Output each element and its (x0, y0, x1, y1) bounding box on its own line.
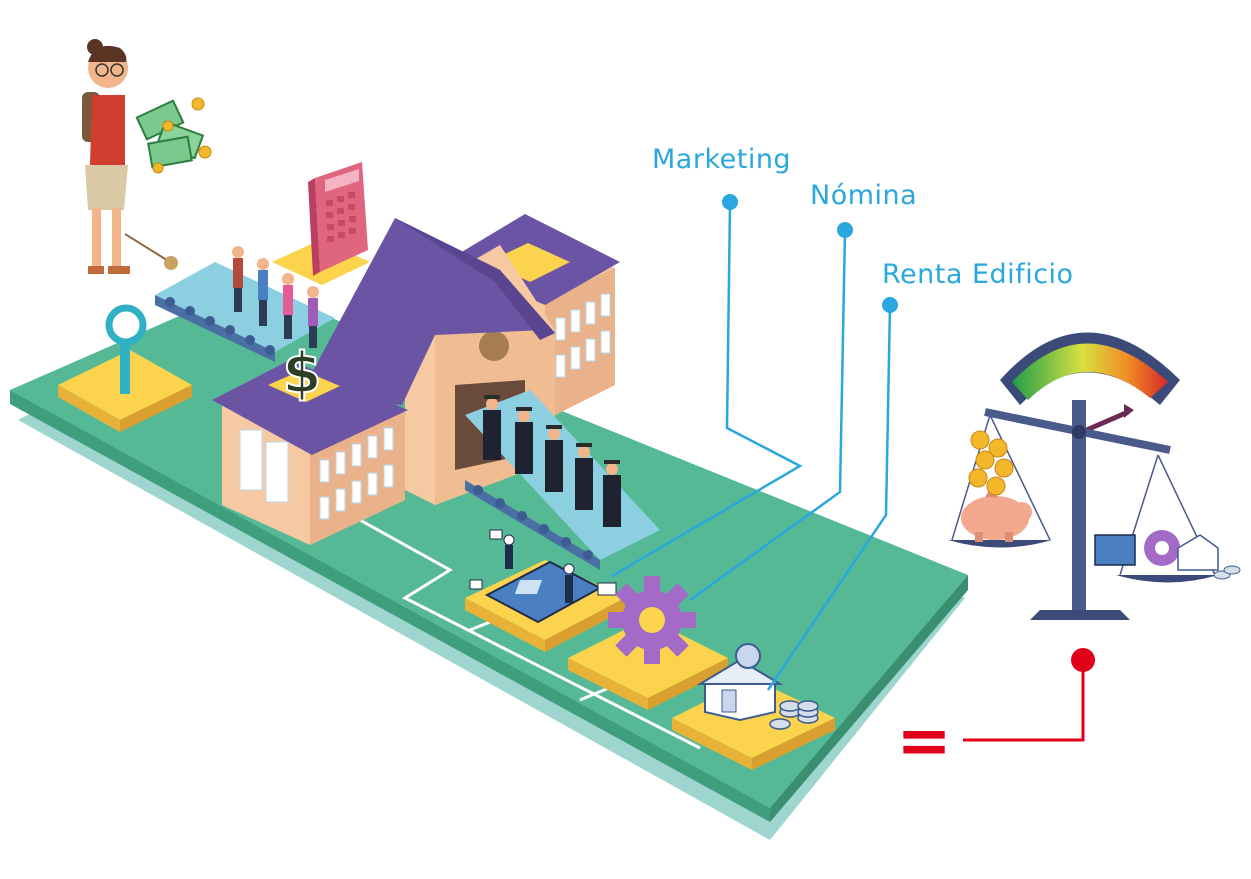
piggy-bank-icon (961, 486, 1032, 542)
gear-icon (568, 576, 728, 710)
graduates-icon (465, 390, 660, 570)
coins-left (968, 430, 1014, 496)
person-with-money-icon (82, 39, 178, 274)
renta-dot (882, 297, 898, 313)
calculator-icon (272, 162, 370, 285)
house-savings-icon (672, 643, 835, 770)
label-nomina: Nómina (810, 180, 918, 211)
label-renta-edificio: Renta Edificio (882, 259, 1074, 290)
students-conveyor-icon (155, 246, 335, 362)
result-connector (963, 648, 1095, 742)
students (232, 246, 319, 348)
marketing-dot (722, 194, 738, 210)
equals-sign-icon: = (896, 702, 951, 779)
workers-laptop-icon (465, 529, 625, 652)
dollar-sign-icon: $ (283, 341, 322, 406)
gauge-icon (1000, 332, 1180, 435)
balance-scale-icon (948, 332, 1241, 620)
nomina-dot (837, 222, 853, 238)
money-bills-icon (135, 97, 212, 174)
magnifier-icon (58, 304, 192, 432)
leader-lines (611, 202, 892, 691)
label-marketing: Marketing (652, 144, 792, 175)
coins-icon (769, 700, 819, 730)
